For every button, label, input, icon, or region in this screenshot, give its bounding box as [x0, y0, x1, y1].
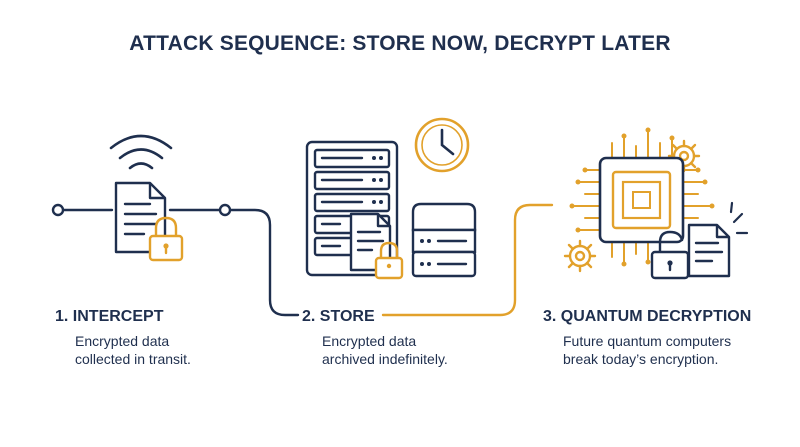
connector-path [51, 203, 554, 317]
gear-icon [563, 239, 597, 273]
step-description-line: Future quantum computers [563, 333, 732, 349]
diagram-title: ATTACK SEQUENCE: STORE NOW, DECRYPT LATE… [129, 32, 671, 55]
step-description-line: Encrypted data [322, 333, 417, 349]
connector-node [218, 203, 232, 217]
step-quantum-decryption: 3. QUANTUM DECRYPTION Future quantum com… [543, 308, 751, 368]
connector-intercept-to-store [168, 208, 300, 317]
open-padlock-icon [650, 230, 690, 280]
server-stack-icon [411, 202, 477, 278]
document-icon [114, 181, 167, 254]
step-title: 3. QUANTUM DECRYPTION [543, 308, 752, 325]
document-icon [687, 223, 731, 278]
clock-icon [414, 117, 470, 173]
step-intercept: 1. INTERCEPT Encrypted data collected in… [55, 308, 191, 368]
step-description-line: Encrypted data [75, 333, 170, 349]
step-store: 2. STORE Encrypted data archived indefin… [302, 308, 448, 368]
quantum-chip-icon [569, 127, 715, 267]
step-description: Encrypted data archived indefinitely. [322, 332, 448, 368]
padlock-icon [374, 241, 404, 280]
wifi-icon [109, 134, 173, 170]
connector-node [51, 203, 65, 217]
step-description-line: collected in transit. [75, 351, 191, 367]
step-description-line: archived indefinitely. [322, 351, 448, 367]
step-description: Future quantum computers break today’s e… [563, 332, 751, 368]
burst-lines-icon [729, 201, 749, 235]
step-title: 2. STORE [302, 308, 375, 325]
connector-store-to-quantum [381, 203, 554, 317]
step-description-line: break today’s encryption. [563, 351, 719, 367]
step-description: Encrypted data collected in transit. [75, 332, 191, 368]
padlock-icon [148, 216, 184, 262]
step-title: 1. INTERCEPT [55, 308, 164, 325]
